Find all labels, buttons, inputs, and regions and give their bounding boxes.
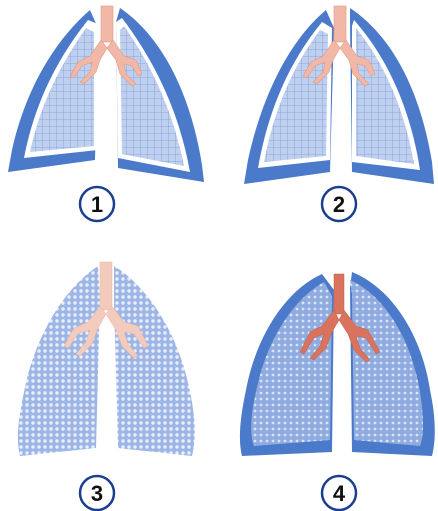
label-1: 1 — [80, 187, 114, 221]
panel-1-lungs — [8, 6, 204, 182]
left-lung — [18, 266, 100, 456]
label-4: 4 — [322, 476, 356, 510]
right-lung — [114, 266, 195, 456]
label-2-text: 2 — [333, 192, 345, 217]
label-2: 2 — [322, 187, 356, 221]
label-3-text: 3 — [91, 481, 103, 506]
panel-2-lungs — [244, 6, 434, 184]
panel-4-lungs — [240, 272, 435, 456]
label-4-text: 4 — [333, 481, 346, 506]
label-1-text: 1 — [91, 192, 103, 217]
label-3: 3 — [80, 476, 114, 510]
panel-3-lungs — [18, 262, 195, 456]
